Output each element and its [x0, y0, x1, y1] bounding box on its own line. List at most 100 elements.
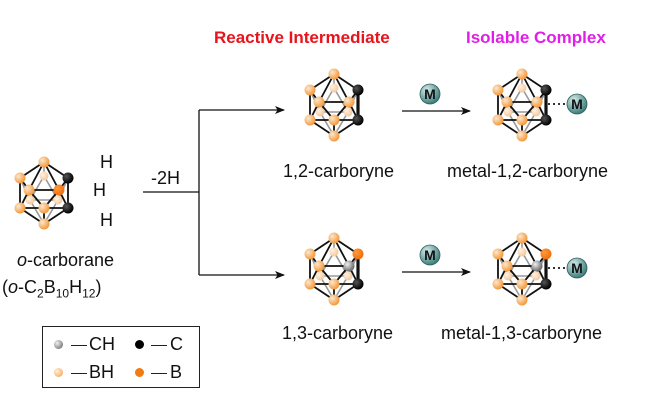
bh-vertex: [516, 232, 528, 244]
c-vertex: [62, 202, 74, 214]
bh-vertex: [328, 294, 340, 306]
back-vertex: [531, 271, 541, 281]
bh-vertex: [328, 68, 340, 80]
c-vertex: [540, 114, 552, 126]
bh-vertex: [23, 184, 35, 196]
back-vertex: [329, 83, 339, 93]
orange-sphere-icon: [135, 368, 144, 377]
metal-label: M: [424, 247, 436, 263]
back-bond: [319, 87, 335, 113]
back-vertex: [39, 171, 49, 181]
back-vertex: [503, 271, 513, 281]
starting-material-name: o-carborane: [17, 250, 114, 271]
carboryne-13-cage: [304, 232, 364, 306]
bond-dash: [71, 345, 87, 347]
c-vertex: [352, 278, 364, 290]
formula-h-count: 12: [82, 286, 96, 301]
bh-vertex: [313, 260, 325, 272]
bh-vertex: [14, 202, 26, 214]
bh-vertex: [304, 114, 316, 126]
bh-vertex: [38, 156, 50, 168]
bh-vertex: [492, 114, 504, 126]
c-vertex: [352, 114, 364, 126]
formula-b: B: [43, 277, 56, 297]
back-bond: [521, 87, 537, 113]
name-prefix: o: [17, 250, 28, 270]
bh-vertex: [304, 84, 316, 96]
bh-vertex: [328, 114, 340, 126]
back-vertex: [503, 107, 513, 117]
metal-reagent-icon: M: [419, 244, 441, 266]
back-bond: [319, 251, 335, 277]
branch-arrow: [143, 106, 285, 279]
bh-vertex: [328, 130, 340, 142]
b-vertex: [540, 248, 552, 260]
bh-vertex: [492, 278, 504, 290]
back-bond: [333, 251, 349, 277]
back-bond: [507, 251, 523, 277]
label-12-carboryne: 1,2-carboryne: [283, 161, 395, 181]
black-sphere-icon: [135, 340, 144, 349]
back-vertex: [315, 271, 325, 281]
formula-h: H: [69, 277, 83, 297]
c-vertex: [352, 84, 364, 96]
metal-carboryne-12-cage: [492, 68, 567, 142]
header-isolable-complex: Isolable Complex: [466, 28, 606, 47]
formula-b-count: 10: [55, 286, 70, 301]
legend-label-b: B: [170, 362, 183, 382]
bh-vertex: [516, 130, 528, 142]
formula-open: (: [2, 277, 8, 297]
bond-dash: [71, 373, 87, 375]
back-bond: [29, 175, 45, 201]
bh-vertex: [304, 248, 316, 260]
ch-vertex: [531, 260, 543, 272]
b-vertex: [53, 184, 65, 196]
bond-dash: [151, 345, 167, 347]
c-vertex: [540, 84, 552, 96]
bh-vertex: [492, 84, 504, 96]
formula-c-count: 2: [37, 286, 44, 301]
bh-vertex: [501, 260, 513, 272]
ch-vertex: [343, 260, 355, 272]
back-vertex: [315, 107, 325, 117]
name-rest: -carborane: [27, 250, 115, 270]
h-label-2: H: [93, 180, 106, 200]
bh-vertex: [501, 96, 513, 108]
bh-vertex: [14, 172, 26, 184]
metal-sphere-icon: M: [566, 93, 588, 115]
metal-label: M: [571, 260, 583, 276]
back-bond: [43, 175, 59, 201]
bh-vertex: [313, 96, 325, 108]
back-vertex: [517, 247, 527, 257]
formula-prefix: o: [8, 277, 19, 297]
bond-dash: [151, 373, 167, 375]
legend-label-ch: CH: [89, 334, 115, 354]
header-reactive-intermediate: Reactive Intermediate: [214, 28, 390, 47]
bh-vertex: [492, 248, 504, 260]
back-vertex: [343, 107, 353, 117]
back-vertex: [531, 107, 541, 117]
label-13-carboryne: 1,3-carboryne: [282, 323, 394, 343]
bh-vertex: [38, 202, 50, 214]
h-label-3: H: [100, 210, 113, 230]
o-carborane-cage: [14, 156, 74, 230]
back-vertex: [329, 247, 339, 257]
c-vertex: [62, 172, 74, 184]
starting-material-formula: (o-C2B10H12): [2, 277, 101, 301]
metal-carboryne-13-cage: [492, 232, 567, 306]
back-bond: [333, 87, 349, 113]
bh-vertex: [328, 278, 340, 290]
back-vertex: [343, 271, 353, 281]
bh-vertex: [516, 114, 528, 126]
label-metal-12-carboryne: metal-1,2-carboryne: [447, 161, 609, 181]
bh-vertex: [38, 218, 50, 230]
metal-label: M: [571, 96, 583, 112]
metal-label: M: [424, 86, 436, 102]
back-bond: [521, 251, 537, 277]
back-vertex: [53, 195, 63, 205]
bh-vertex: [516, 68, 528, 80]
legend: CH C BH B: [42, 326, 200, 388]
bh-vertex: [516, 294, 528, 306]
c-vertex: [540, 278, 552, 290]
